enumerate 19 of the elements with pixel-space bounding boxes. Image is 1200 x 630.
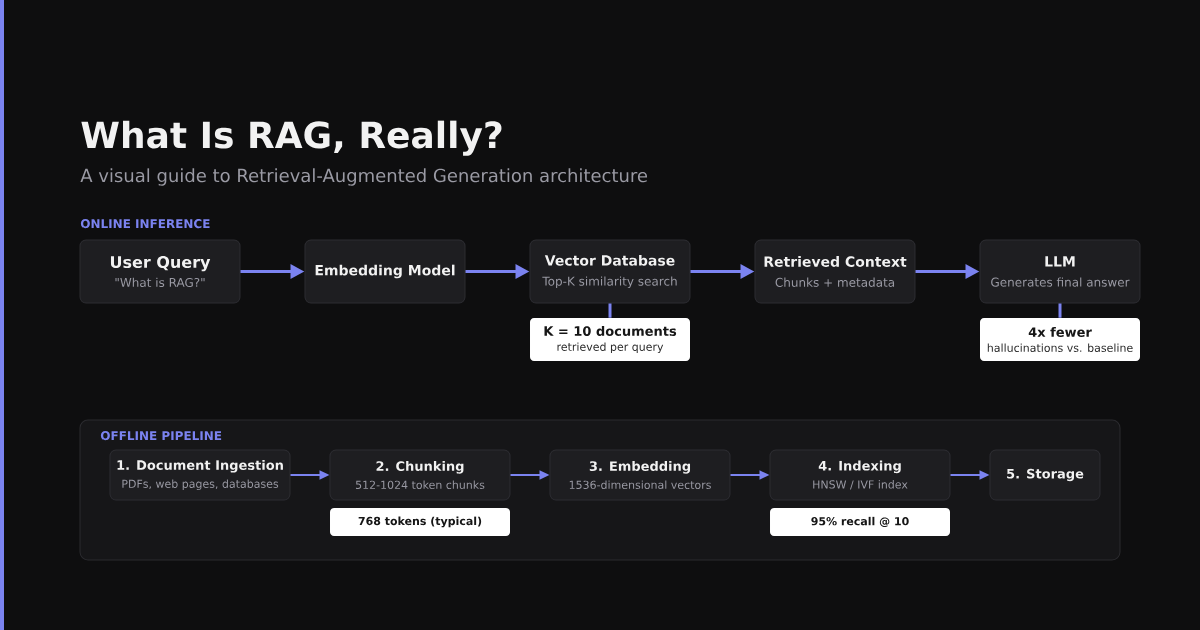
- title: What Is RAG, Really?: [81, 120, 502, 156]
- section-heading: ONLINE INFERENCE: [80, 219, 210, 229]
- process-box: 1. Document Ingestion PDFs, web pages, databases: [109, 449, 291, 501]
- process-box: 2. Chunking 512-1024 token chunks: [329, 449, 511, 501]
- process-box: Vector Database Top-K similarity search: [529, 239, 691, 304]
- process-box: Retrieved Context Chunks + metadata: [754, 239, 916, 304]
- connector-line: [1058, 303, 1062, 318]
- connector-line: [608, 303, 612, 318]
- callout-box: 768 tokens (typical): [330, 508, 510, 536]
- process-box: 4. Indexing HNSW / IVF index: [769, 449, 951, 501]
- process-box: User Query "What is RAG?": [79, 239, 241, 304]
- callout-box: K = 10 documents retrieved per query: [530, 318, 690, 361]
- callout-box: 4x fewer hallucinations vs. baseline: [980, 318, 1140, 361]
- process-box: 5. Storage: [989, 449, 1101, 501]
- callout-box: 95% recall @ 10: [770, 508, 950, 536]
- process-box: 3. Embedding 1536-dimensional vectors: [549, 449, 731, 501]
- subtitle: A visual guide to Retrieval-Augmented Generation architecture: [80, 168, 648, 186]
- process-box: Embedding Model: [304, 239, 466, 304]
- process-box: LLM Generates final answer: [979, 239, 1141, 304]
